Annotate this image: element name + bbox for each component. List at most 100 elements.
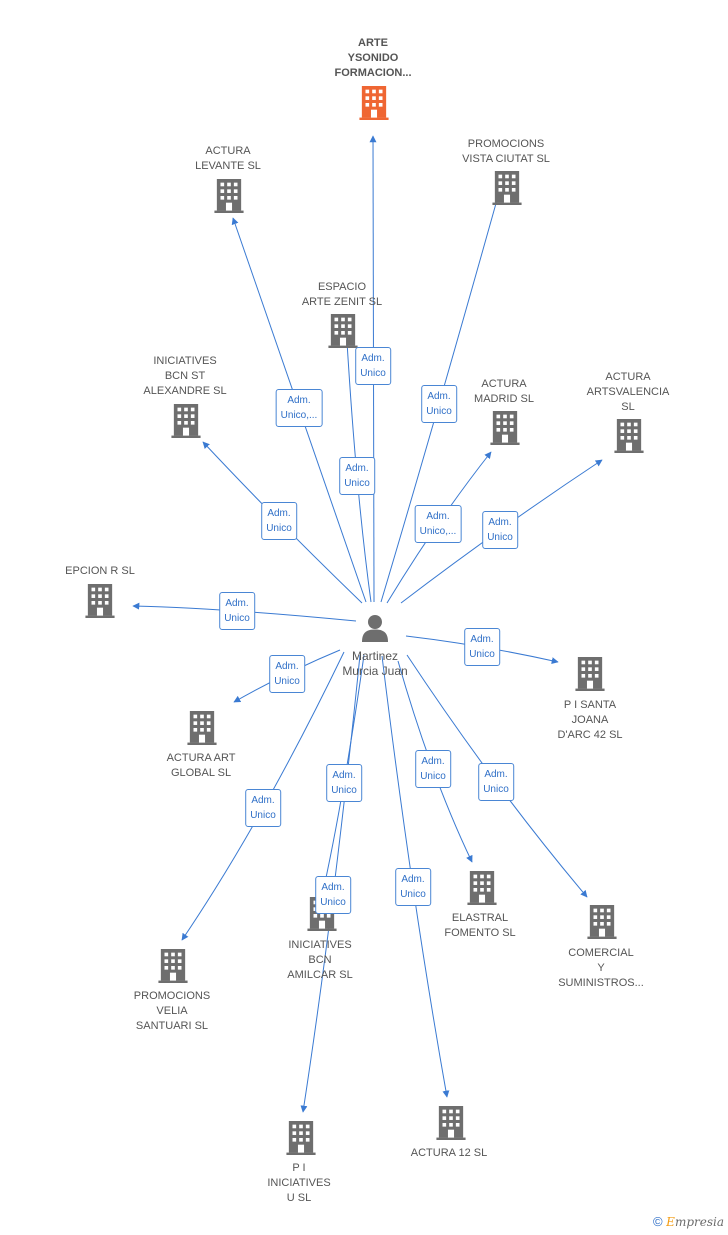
edge-label-line: Unico,...: [419, 526, 457, 537]
building-icon-actura-12[interactable]: [436, 1106, 466, 1140]
edge-label-line: Unico: [331, 785, 357, 796]
building-icon-actura-artsvalencia[interactable]: [614, 419, 644, 453]
company-label-line: PROMOCIONS: [467, 138, 545, 150]
company-label-line: ACTURA: [205, 145, 251, 157]
building-icon-espacio[interactable]: [328, 314, 358, 348]
company-label-promocions-velia[interactable]: PROMOCIONS VELIA SANTUARI SL: [97, 989, 247, 1034]
edge-label-line: Unico: [420, 771, 446, 782]
company-label-line: AMILCAR SL: [287, 969, 353, 981]
company-label-line: INICIATIVES: [288, 939, 352, 951]
edge-label-line: Adm.: [267, 508, 291, 519]
edge-label-line: Adm.: [488, 517, 512, 528]
edge-label-line: Adm.: [427, 391, 451, 402]
company-label-line: SANTUARI SL: [135, 1020, 209, 1032]
edge-label-elastral[interactable]: Adm. Unico: [415, 750, 451, 788]
edge-label-arte[interactable]: Adm. Unico: [355, 347, 391, 385]
company-label-line: P I SANTA: [563, 699, 617, 711]
company-label-line: ESPACIO: [317, 281, 367, 293]
company-label-line: BCN: [308, 954, 332, 966]
edge-label-line: Adm.: [484, 769, 508, 780]
company-label-line: VISTA CIUTAT SL: [462, 153, 550, 165]
building-icon-actura-levante[interactable]: [214, 179, 244, 213]
edge-label-actura-levante[interactable]: Adm. Unico,...: [275, 389, 323, 427]
footer-brand: © Empresia: [653, 1214, 724, 1229]
edge-label-line: Adm.: [275, 661, 299, 672]
edge-label-line: Adm.: [421, 756, 445, 767]
building-icon-epcion[interactable]: [85, 584, 115, 618]
building-icon-pi-iniciatives-u[interactable]: [286, 1121, 316, 1155]
company-label-iniciatives-amilcar[interactable]: INICIATIVES BCN AMILCAR SL: [245, 938, 395, 983]
building-icon-elastral[interactable]: [467, 871, 497, 905]
edge-label-line: Unico: [400, 889, 426, 900]
edge-label-actura-art-global[interactable]: Adm.Unico: [269, 655, 305, 693]
edge-label-line: Unico: [320, 897, 346, 908]
company-label-line: YSONIDO: [347, 52, 399, 64]
company-label-epcion[interactable]: EPCION R SL: [25, 564, 175, 579]
company-label-line: BCN ST: [164, 370, 206, 382]
building-icon-iniciatives-st[interactable]: [171, 404, 201, 438]
company-label-line: Y: [597, 962, 605, 974]
company-label-actura-art-global[interactable]: ACTURA ART GLOBAL SL: [126, 751, 276, 781]
edge-label-iniciatives-st[interactable]: Adm. Unico: [261, 502, 297, 540]
building-icon-promocions-velia[interactable]: [158, 949, 188, 983]
edge-label-line: Unico: [469, 649, 495, 660]
company-label-line: SL: [621, 401, 635, 413]
company-label-line: PROMOCIONS: [133, 990, 211, 1002]
edge-label-line: Unico: [360, 368, 386, 379]
edge-label-line: Adm.: [251, 795, 275, 806]
edge-label-pi-santa-joana[interactable]: Adm. Unico: [464, 628, 500, 666]
company-label-line: VELIA: [156, 1005, 188, 1017]
building-icon-actura-art-global[interactable]: [187, 711, 217, 745]
person-icon[interactable]: [362, 615, 388, 642]
edge-label-line: Adm.: [361, 353, 385, 364]
edge-label-actura-madrid[interactable]: Adm.Unico,...: [414, 505, 462, 543]
edge-label-pi-iniciatives-u[interactable]: Adm.Unico: [315, 876, 351, 914]
company-label-line: FORMACION...: [334, 67, 412, 79]
person-label-line: Murcia Juan: [342, 664, 408, 678]
edge-label-line: Unico: [250, 810, 276, 821]
edge-label-comercial[interactable]: Adm.Unico: [478, 763, 514, 801]
company-label-line: ACTURA 12 SL: [410, 1147, 488, 1159]
company-label-promocions-vista[interactable]: PROMOCIONS VISTA CIUTAT SL: [431, 137, 581, 167]
edge-label-line: Unico,...: [280, 410, 318, 421]
building-icon-comercial[interactable]: [587, 905, 617, 939]
building-icon-promocions-vista[interactable]: [492, 171, 522, 205]
edge-label-iniciatives-amilcar[interactable]: Adm. Unico: [326, 764, 362, 802]
company-label-line: EPCION R SL: [65, 565, 135, 577]
edge-label-actura-12[interactable]: Adm.Unico: [395, 868, 431, 906]
edge-label-espacio[interactable]: Adm.Unico: [339, 457, 375, 495]
edge-label-epcion[interactable]: Adm.Unico: [219, 592, 255, 630]
building-icon-pi-santa-joana[interactable]: [575, 657, 605, 691]
edge-label-promocions-vista[interactable]: Adm. Unico: [421, 385, 457, 423]
company-label-line: P I: [292, 1162, 306, 1174]
building-icon-arte[interactable]: [359, 86, 389, 120]
building-icon-actura-madrid[interactable]: [490, 411, 520, 445]
edge-label-line: Unico: [426, 406, 452, 417]
edge-label-promocions-velia[interactable]: Adm. Unico: [245, 789, 281, 827]
company-label-actura-12[interactable]: ACTURA 12 SL: [374, 1146, 524, 1161]
edge-label-line: Unico: [266, 523, 292, 534]
nodes-layer: [85, 86, 644, 1155]
edge-label-line: Adm.: [332, 770, 356, 781]
company-label-line: ACTURA ART: [166, 752, 236, 764]
brand-logo: Empresia: [666, 1215, 724, 1229]
edge-label-line: Adm.: [470, 634, 494, 645]
company-label-arte[interactable]: ARTE YSONIDO FORMACION...: [298, 36, 448, 81]
company-label-line: GLOBAL SL: [170, 767, 232, 779]
edge-label-line: Adm.: [287, 395, 311, 406]
edge-label-line: Adm.: [345, 463, 369, 474]
company-label-line: ARTE: [358, 37, 388, 49]
company-label-line: MADRID SL: [474, 393, 534, 405]
edge-label-actura-artsvalencia[interactable]: Adm.Unico: [482, 511, 518, 549]
